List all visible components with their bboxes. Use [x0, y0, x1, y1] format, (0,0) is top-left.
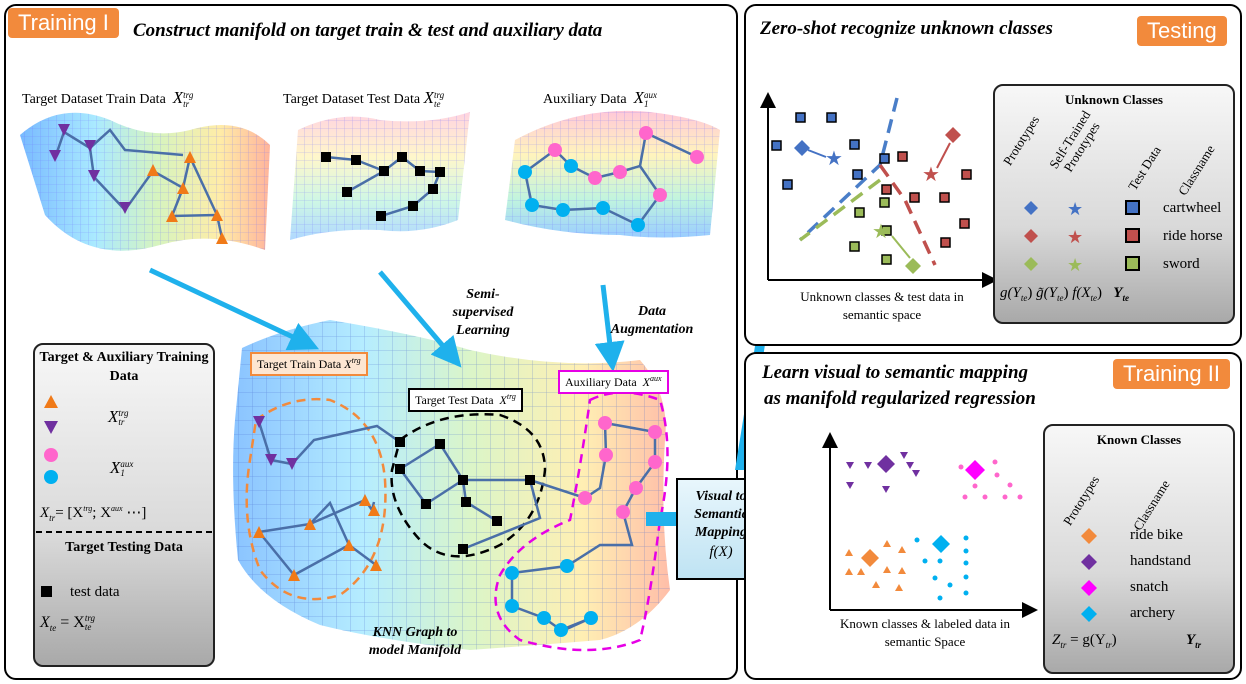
- callout-test: Target Test Data Xtrg: [408, 388, 523, 412]
- legend-xtr-formula: Xtr= [Xtrg; Xaux ⋯]: [40, 504, 147, 523]
- known-class-2: snatch: [1130, 579, 1169, 595]
- training-legend-box: [33, 343, 215, 667]
- unknown-class-2: sword: [1163, 256, 1200, 272]
- svg-text:★: ★: [922, 162, 940, 186]
- known-classes-title: Known Classes: [1096, 432, 1182, 447]
- known-footer-left: Ztr = g(Ytr): [1052, 632, 1117, 650]
- callout-train: Target Train Data Xtrg: [250, 352, 368, 376]
- legend-test-data: test data: [70, 584, 120, 600]
- testing-tag: Testing: [1137, 16, 1227, 46]
- svg-text:★: ★: [825, 146, 843, 170]
- data-augmentation-label: Data Augmentation: [610, 304, 694, 337]
- known-class-1: handstand: [1130, 553, 1191, 569]
- known-class-0: ride bike: [1130, 527, 1183, 543]
- mapping-label: Visual to Semantic Mapping: [694, 489, 748, 540]
- semi-supervised-label: Semi-supervised Learning: [452, 287, 514, 338]
- testing-title: Zero-shot recognize unknown classes: [760, 18, 1053, 39]
- mapping-fn: f(X): [709, 544, 733, 560]
- unknown-class-1: ride horse: [1163, 228, 1223, 244]
- known-classes-box: [1043, 424, 1235, 674]
- known-class-3: archery: [1130, 605, 1175, 621]
- unknown-footer: g(Yte) g̃(Yte) f(Xte) Yte: [1000, 285, 1129, 303]
- unknown-classes-title: Unknown Classes: [1065, 92, 1163, 107]
- legend-test-title: Target Testing Data: [65, 540, 183, 555]
- svg-text:★: ★: [872, 219, 890, 243]
- knn-graph-label: KNN Graph to model Manifold: [368, 625, 462, 658]
- legend-title: Target & Auxiliary Training Data: [39, 350, 209, 384]
- svg-text:★: ★: [1067, 227, 1083, 248]
- training-ii-title-1: Learn visual to semantic mapping: [762, 362, 1029, 383]
- callout-aux: Auxiliary Data Xaux: [558, 370, 669, 394]
- training-ii-title-2: as manifold regularized regression: [764, 388, 1036, 409]
- svg-text:★: ★: [1067, 199, 1083, 220]
- testing-caption: Unknown classes & test data in semantic …: [800, 289, 964, 322]
- training-ii-caption: Known classes & labeled data in semantic…: [839, 616, 1011, 649]
- known-footer-right: Ytr: [1186, 632, 1202, 650]
- unknown-class-0: cartwheel: [1163, 200, 1222, 216]
- training-i-tag: Training I: [8, 8, 119, 38]
- training-ii-tag: Training II: [1113, 359, 1231, 389]
- training-i-title: Construct manifold on target train & tes…: [133, 20, 603, 41]
- svg-text:★: ★: [1067, 255, 1083, 276]
